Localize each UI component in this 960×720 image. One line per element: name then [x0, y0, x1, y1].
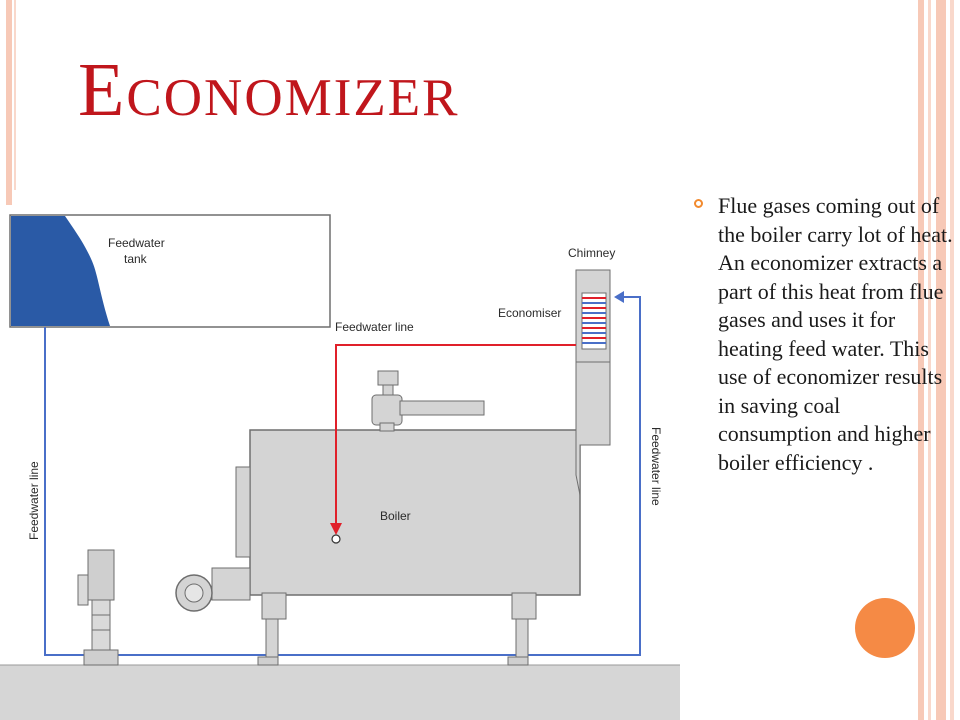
flue-duct — [575, 354, 611, 496]
bullet-marker-icon — [694, 199, 703, 208]
boiler-supports — [257, 592, 537, 666]
left-decorative-rule — [6, 0, 12, 205]
boiler-inlet — [331, 534, 341, 544]
tank-water — [11, 216, 110, 326]
economiser-coils — [581, 292, 607, 350]
label-economiser: Economiser — [498, 306, 561, 320]
boiler — [249, 429, 581, 596]
right-decorative-band — [950, 0, 954, 720]
bullet-list: Flue gases coming out of the boiler carr… — [690, 192, 955, 477]
right-decorative-band — [928, 0, 931, 720]
hot-feedwater-line — [335, 344, 576, 525]
right-decorative-band — [936, 0, 946, 720]
economizer-diagram: Feedwater tank Boiler Ch — [0, 214, 680, 720]
cold-line-arrow — [614, 291, 624, 303]
label-feedwater-line-top: Feedwater line — [335, 320, 414, 334]
burner — [175, 567, 251, 612]
bullet-text: Flue gases coming out of the boiler carr… — [718, 193, 953, 475]
accent-circle — [855, 598, 915, 658]
slide-title: Economizer — [78, 48, 460, 132]
feed-pump — [77, 549, 119, 666]
label-feedwater-tank-line1: Feedwater — [108, 236, 165, 250]
label-feedwater-line-left: Feedwater line — [27, 461, 41, 540]
cold-feedwater-line — [44, 296, 641, 656]
label-feedwater-tank-line2: tank — [124, 252, 148, 266]
ground — [0, 665, 680, 720]
label-chimney: Chimney — [568, 246, 615, 260]
right-decorative-band — [918, 0, 924, 720]
bullet-item: Flue gases coming out of the boiler carr… — [690, 192, 955, 477]
label-feedwater-line-right: Feedwater line — [649, 427, 663, 506]
left-decorative-rule-thin — [14, 0, 16, 190]
boiler-valve — [371, 370, 485, 432]
label-boiler: Boiler — [380, 509, 411, 523]
hot-line-arrow — [330, 523, 342, 535]
